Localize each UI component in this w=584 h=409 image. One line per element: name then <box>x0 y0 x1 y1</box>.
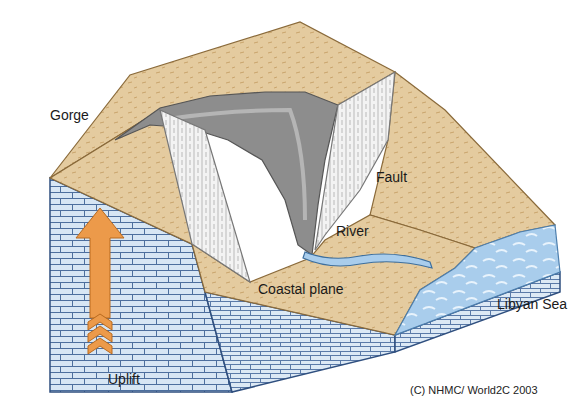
sea <box>395 225 560 335</box>
fault-terrace <box>370 72 555 248</box>
uplift-label: Uplift <box>108 372 140 387</box>
uplift-arrow <box>88 338 112 354</box>
fault-scarp <box>160 110 250 282</box>
fault-scarp <box>315 72 395 250</box>
sea-label: Libyan Sea <box>497 297 567 312</box>
gorge-label: Gorge <box>50 108 89 123</box>
uplift-arrow <box>76 208 124 318</box>
river-label: River <box>336 224 369 239</box>
copyright-note: (C) NHMC/ World2C 2003 <box>410 384 538 396</box>
fault-label: Fault <box>376 170 407 185</box>
plain-label: Coastal plane <box>258 282 344 297</box>
river <box>303 252 432 268</box>
